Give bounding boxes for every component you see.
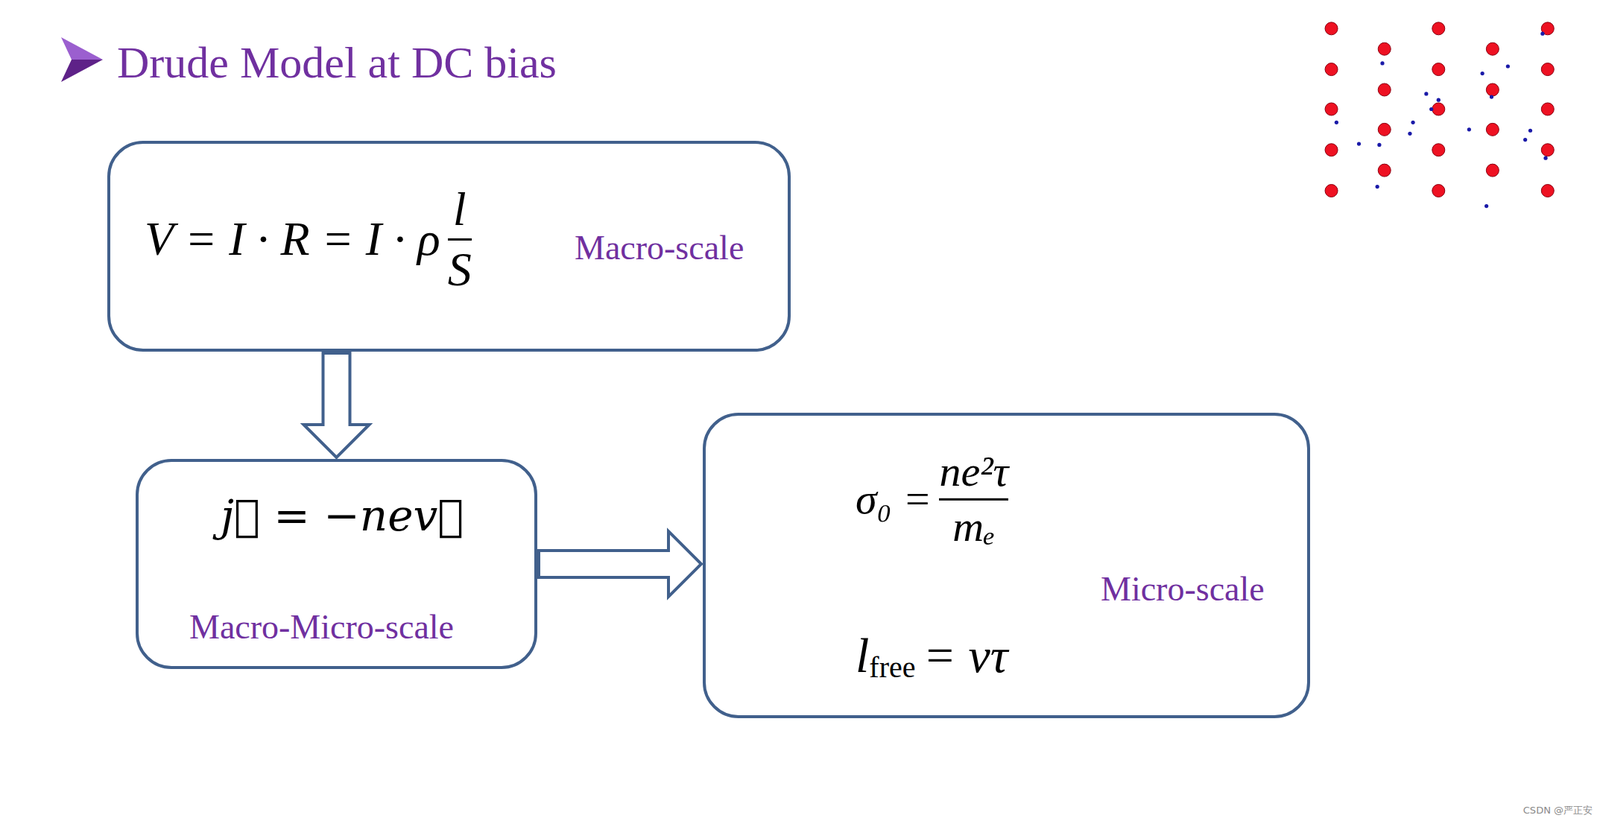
formula-text: j⃗ = −nev⃗ bbox=[220, 491, 464, 542]
electron-dot bbox=[1528, 128, 1533, 133]
scale-label: Macro-scale bbox=[574, 228, 744, 269]
block-arrow bbox=[538, 531, 702, 597]
ion-dot bbox=[1541, 63, 1554, 77]
lattice-illustration bbox=[1325, 22, 1554, 208]
fraction: ne²τmₑ bbox=[938, 447, 1009, 552]
text-row: Micro-scale bbox=[1100, 570, 1265, 610]
electron-dot bbox=[1484, 204, 1489, 208]
electron-dot bbox=[1429, 107, 1434, 112]
ion-dot bbox=[1541, 22, 1554, 36]
ion-dot bbox=[1432, 184, 1445, 198]
electron-dot bbox=[1380, 61, 1384, 65]
electron-dot bbox=[1424, 91, 1428, 96]
electron-dot bbox=[1407, 131, 1412, 136]
fraction: lS bbox=[447, 181, 472, 297]
denominator: S bbox=[447, 242, 472, 298]
text-row: V = I · R = I · ρlS bbox=[144, 181, 472, 297]
scale-label: Micro-scale bbox=[1100, 570, 1265, 610]
ion-dot bbox=[1325, 22, 1338, 36]
ion-dot bbox=[1325, 102, 1338, 116]
electron-dot bbox=[1543, 156, 1548, 161]
electron-dot bbox=[1480, 71, 1485, 76]
text-row: lfree= vτ bbox=[855, 627, 1008, 685]
denominator: mₑ bbox=[952, 502, 995, 553]
ion-dot bbox=[1325, 143, 1338, 157]
electron-dot bbox=[1489, 94, 1494, 99]
ion-dot bbox=[1432, 22, 1445, 36]
electron-dot bbox=[1334, 120, 1339, 125]
formula-text: V = I · R = I · ρ bbox=[144, 211, 441, 267]
ion-dot bbox=[1541, 143, 1554, 157]
electron-dot bbox=[1410, 120, 1415, 125]
watermark: CSDN @严正安 bbox=[1523, 804, 1593, 817]
text-row: Macro-Micro-scale bbox=[189, 608, 454, 648]
ion-dot bbox=[1485, 122, 1499, 136]
electron-dot bbox=[1540, 32, 1545, 36]
block-arrow bbox=[304, 353, 370, 458]
ion-dot bbox=[1485, 42, 1499, 56]
ion-dot bbox=[1377, 122, 1391, 136]
formula-box: V = I · R = I · ρlS Macro-scale bbox=[107, 140, 791, 352]
fraction-bar bbox=[938, 498, 1009, 501]
electron-dot bbox=[1357, 141, 1361, 146]
formula-box: σ₀ =ne²τmₑ lfree= vτ Micro-scale bbox=[702, 412, 1311, 719]
title-bullet bbox=[61, 37, 103, 60]
title-text: Drude Model at DC bias bbox=[117, 38, 557, 88]
electron-dot bbox=[1506, 64, 1510, 68]
text-row: Macro-scale bbox=[574, 228, 744, 269]
scale-label: Macro-Micro-scale bbox=[189, 608, 454, 648]
ion-dot bbox=[1377, 42, 1391, 56]
ion-dot bbox=[1325, 184, 1338, 198]
ion-dot bbox=[1377, 83, 1391, 97]
text-row: σ₀ =ne²τmₑ bbox=[855, 447, 1009, 552]
ion-dot bbox=[1432, 102, 1445, 116]
formula-text: l bbox=[855, 627, 869, 685]
formula-text: free bbox=[868, 650, 916, 685]
electron-dot bbox=[1523, 137, 1527, 142]
formula-box: j⃗ = −nev⃗ Macro-Micro-scale bbox=[135, 459, 538, 670]
numerator: l bbox=[453, 181, 467, 237]
title: Drude Model at DC bias bbox=[117, 37, 557, 89]
ion-dot bbox=[1432, 63, 1445, 77]
electron-dot bbox=[1377, 143, 1381, 147]
ion-dot bbox=[1432, 143, 1445, 157]
electron-dot bbox=[1436, 98, 1441, 103]
title-bullet bbox=[61, 59, 103, 82]
electron-dot bbox=[1467, 127, 1472, 132]
electron-dot bbox=[1375, 184, 1380, 189]
ion-dot bbox=[1541, 102, 1554, 116]
formula-text: σ₀ = bbox=[855, 474, 932, 525]
ion-dot bbox=[1485, 163, 1499, 177]
ion-dot bbox=[1485, 83, 1499, 97]
ion-dot bbox=[1377, 163, 1391, 177]
formula-text: = vτ bbox=[923, 627, 1009, 685]
ion-dot bbox=[1541, 184, 1554, 198]
ion-dot bbox=[1325, 63, 1338, 77]
text-row: j⃗ = −nev⃗ bbox=[220, 491, 464, 542]
fraction-bar bbox=[447, 238, 472, 241]
numerator: ne²τ bbox=[938, 447, 1009, 498]
